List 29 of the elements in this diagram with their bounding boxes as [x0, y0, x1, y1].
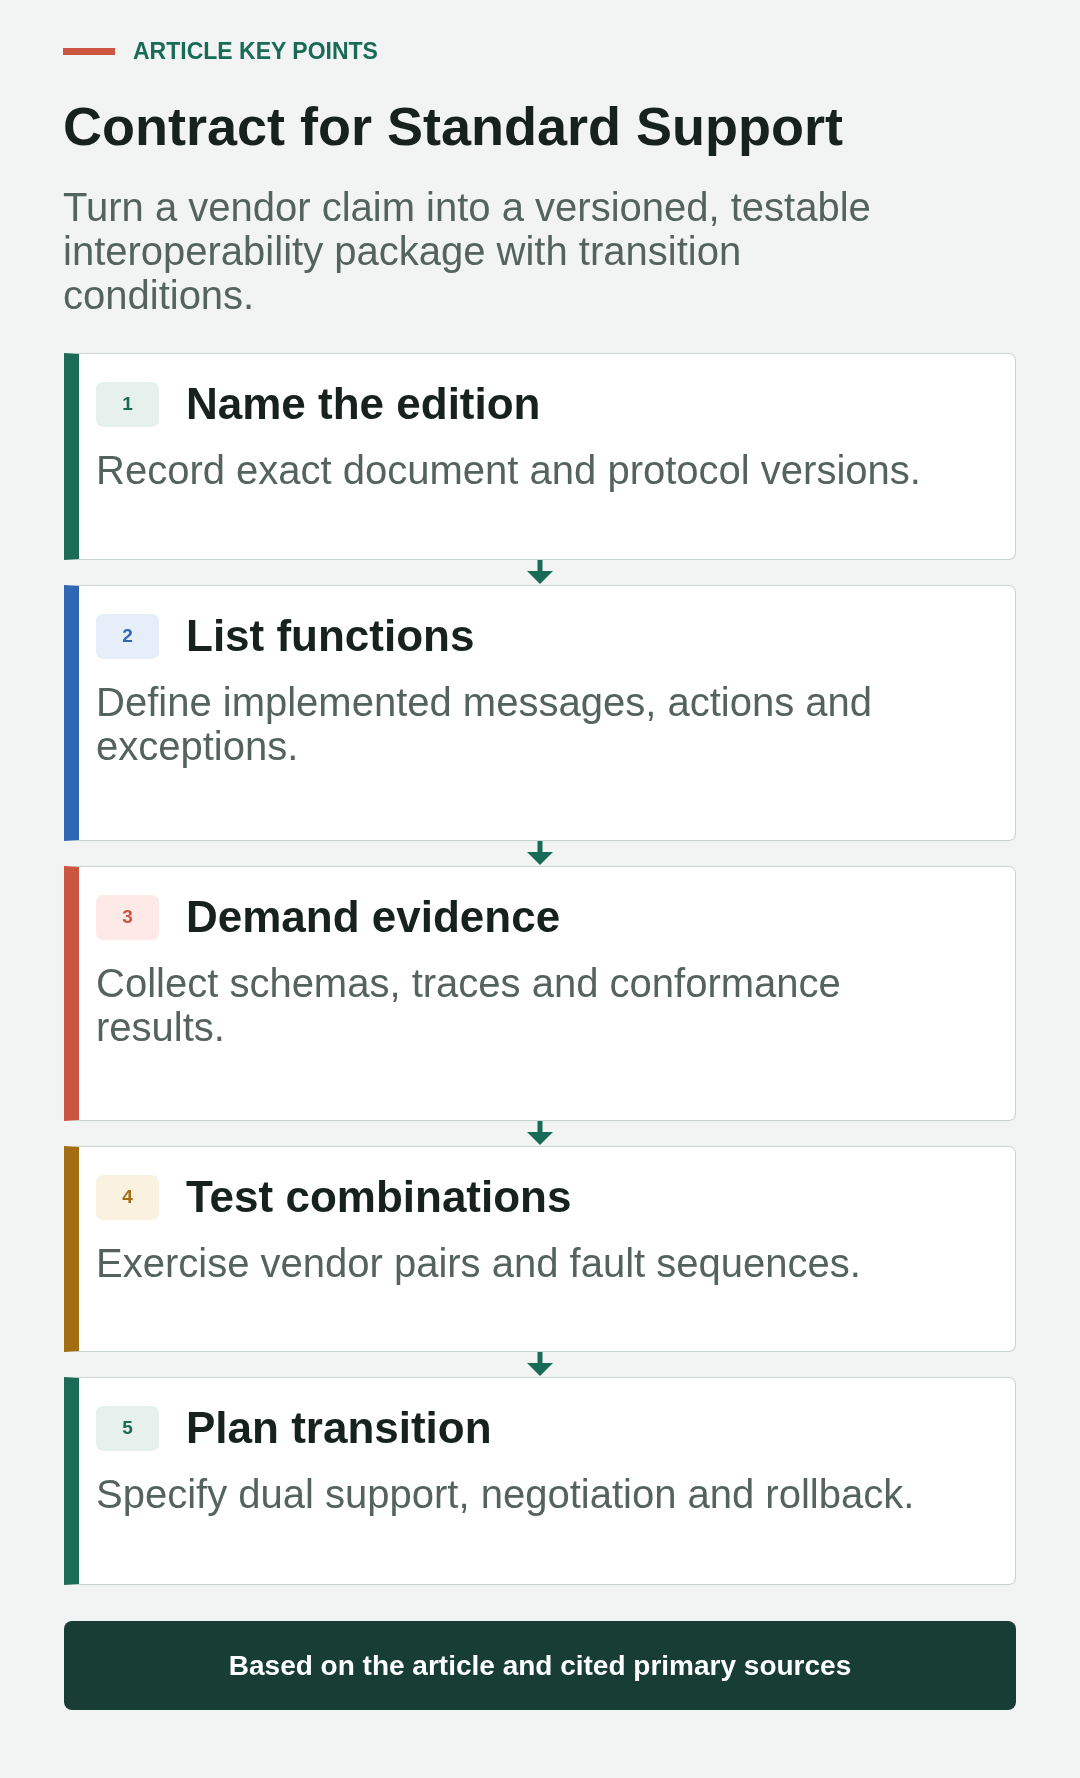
- step-heading: List functions: [186, 612, 475, 660]
- arrow: [527, 1121, 553, 1145]
- step-description: Specify dual support, negotiation and rollback.: [96, 1472, 916, 1516]
- step-heading: Test combinations: [186, 1173, 572, 1221]
- step-card: [64, 353, 1016, 560]
- footer-banner: [64, 1621, 1016, 1710]
- step-number: 1: [96, 381, 159, 427]
- step-number: 5: [96, 1405, 159, 1451]
- step-description: Define implemented messages, actions and exceptions.: [96, 680, 873, 768]
- step-card: [64, 585, 1016, 841]
- arrow: [527, 841, 553, 865]
- step-card: [64, 866, 1016, 1121]
- step-heading: Demand evidence: [186, 893, 561, 941]
- step-number: 2: [96, 613, 159, 659]
- step-description: Collect schemas, traces and conformance results.: [96, 961, 842, 1049]
- arrow: [527, 1352, 553, 1376]
- step-card: [64, 1146, 1016, 1352]
- step-number: 4: [96, 1174, 159, 1220]
- step-heading: Plan transition: [186, 1404, 492, 1452]
- step-description: Record exact document and protocol versions.: [96, 448, 922, 492]
- step-card: [64, 1377, 1016, 1585]
- step-heading: Name the edition: [186, 380, 541, 428]
- page-title: Contract for Standard Support: [63, 95, 844, 157]
- step-number: 3: [96, 894, 159, 940]
- footer-note: Based on the article and cited primary sources: [228, 1649, 852, 1682]
- subtitle: Turn a vendor claim into a versioned, testable interoperability package with transition conditions.: [63, 185, 872, 317]
- step-description: Exercise vendor pairs and fault sequences.: [96, 1241, 862, 1285]
- section-label: ARTICLE KEY POINTS: [133, 38, 378, 65]
- arrow: [527, 560, 553, 584]
